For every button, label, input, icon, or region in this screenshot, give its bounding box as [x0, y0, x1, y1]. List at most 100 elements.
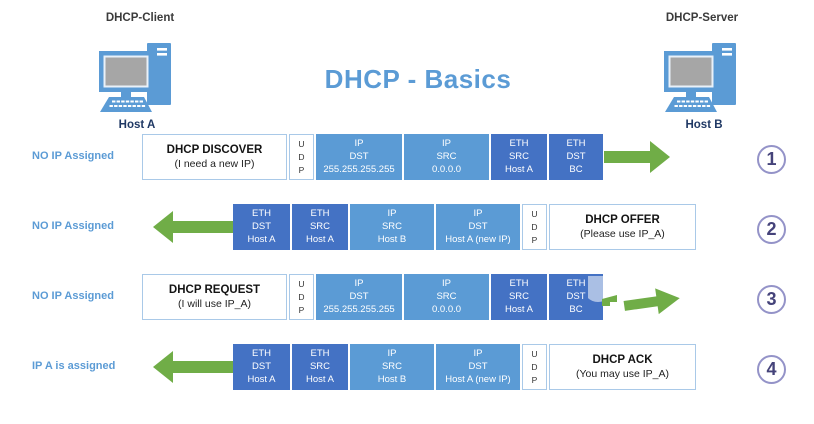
packet-segment: ETH SRC Host A [292, 204, 348, 250]
packet-segment: IP DST 255.255.255.255 [316, 274, 402, 320]
segment-line: ETH [310, 348, 330, 360]
segment-line: SRC [436, 291, 457, 303]
segment-line: ETH [509, 138, 529, 150]
arrow-left-icon [153, 351, 233, 383]
udp-box: U D P [289, 134, 314, 180]
arrow-right-icon [604, 141, 670, 173]
segment-line: IP [354, 278, 364, 290]
segment-line: IP [473, 348, 483, 360]
segment-line: SRC [436, 151, 457, 163]
packet-row-1: DHCP DISCOVER (I need a new IP) U D P IP… [142, 134, 603, 180]
step-number: 1 [766, 149, 777, 169]
segment-line: ETH [252, 348, 271, 360]
payload-subtitle: (Please use IP_A) [580, 227, 665, 240]
payload-subtitle: (I will use IP_A) [178, 297, 251, 310]
packet-row-3: DHCP REQUEST (I will use IP_A) U D P IP … [142, 274, 603, 320]
payload-box: DHCP OFFER (Please use IP_A) [549, 204, 696, 250]
segment-line: Host B [377, 374, 407, 386]
udp-letter: D [298, 151, 305, 162]
step-number: 3 [766, 289, 777, 309]
udp-box: U D P [522, 344, 547, 390]
segment-line: 255.255.255.255 [323, 304, 395, 316]
server-computer-icon [664, 43, 736, 112]
client-label: DHCP-Client [105, 12, 175, 24]
packet-segment: IP SRC 0.0.0.0 [404, 134, 489, 180]
step-number-badge: 3 [757, 285, 786, 314]
udp-letter: U [531, 208, 538, 219]
segment-line: SRC [309, 221, 331, 233]
segment-line: DST [566, 291, 586, 303]
udp-letter: P [298, 304, 305, 315]
packet-segment: IP DST Host A (new IP) [436, 204, 520, 250]
udp-letter: U [531, 348, 538, 359]
segment-line: ETH [252, 208, 271, 220]
segment-line: Host A (new IP) [445, 374, 511, 386]
payload-box: DHCP ACK (You may use IP_A) [549, 344, 696, 390]
udp-box: U D P [522, 204, 547, 250]
segment-line: DST [468, 221, 488, 233]
udp-letter: D [531, 221, 538, 232]
segment-line: SRC [508, 151, 530, 163]
payload-subtitle: (I need a new IP) [174, 157, 255, 170]
step-number-badge: 4 [757, 355, 786, 384]
packet-segment: ETH SRC Host A [292, 344, 348, 390]
udp-letter: D [298, 291, 305, 302]
udp-letter: P [298, 164, 305, 175]
segment-line: Host A [306, 374, 334, 386]
segment-line: ETH [566, 138, 586, 150]
host-b-label: Host B [685, 119, 723, 131]
packet-row-4: ETH DST Host A ETH SRC Host A IP SRC Hos… [233, 344, 696, 390]
segment-line: IP [442, 138, 451, 150]
packet-segment: ETH SRC Host A [491, 134, 547, 180]
payload-title: DHCP OFFER [585, 214, 660, 227]
packet-segment: ETH DST Host A [233, 204, 290, 250]
segment-line: IP [387, 348, 397, 360]
step-number: 4 [766, 359, 777, 379]
payload-title: DHCP DISCOVER [166, 144, 263, 157]
segment-line: DST [252, 221, 271, 233]
segment-line: 255.255.255.255 [323, 164, 395, 176]
segment-line: IP [473, 208, 483, 220]
udp-letter: P [531, 234, 538, 245]
packet-row-2: ETH DST Host A ETH SRC Host A IP SRC Hos… [233, 204, 696, 250]
udp-box: U D P [289, 274, 314, 320]
segment-line: DST [566, 151, 586, 163]
server-label: DHCP-Server [665, 12, 739, 24]
arrow-left-icon [153, 211, 233, 243]
packet-segment: IP SRC 0.0.0.0 [404, 274, 489, 320]
status-label-row2: NO IP Assigned [32, 220, 114, 232]
segment-line: Host A [306, 234, 334, 246]
payload-subtitle: (You may use IP_A) [576, 367, 669, 380]
udp-letter: D [531, 361, 538, 372]
client-computer-icon [99, 43, 171, 112]
segment-line: IP [442, 278, 451, 290]
segment-line: Host A [247, 374, 276, 386]
segment-line: DST [349, 291, 369, 303]
segment-line: Host A [505, 304, 533, 316]
packet-segment: IP DST Host A (new IP) [436, 344, 520, 390]
segment-line: IP [387, 208, 397, 220]
page-title: DHCP - Basics [324, 64, 512, 94]
segment-line: BC [569, 164, 583, 176]
segment-line: DST [252, 361, 271, 373]
step-number-badge: 1 [757, 145, 786, 174]
payload-title: DHCP ACK [592, 354, 653, 367]
status-label-row3: NO IP Assigned [32, 290, 114, 302]
udp-letter: P [531, 374, 538, 385]
step-number: 2 [766, 219, 777, 239]
segment-line: Host B [377, 234, 407, 246]
step-number-badge: 2 [757, 215, 786, 244]
payload-box: DHCP REQUEST (I will use IP_A) [142, 274, 287, 320]
segment-line: Host A [505, 164, 533, 176]
packet-segment: ETH DST BC [549, 134, 603, 180]
segment-line: ETH [509, 278, 529, 290]
udp-letter: U [298, 138, 305, 149]
segment-line: SRC [309, 361, 331, 373]
segment-line: BC [569, 304, 583, 316]
segment-line: 0.0.0.0 [431, 304, 462, 316]
segment-line: ETH [310, 208, 330, 220]
packet-segment: IP DST 255.255.255.255 [316, 134, 402, 180]
udp-letter: U [298, 278, 305, 289]
segment-line: IP [354, 138, 364, 150]
